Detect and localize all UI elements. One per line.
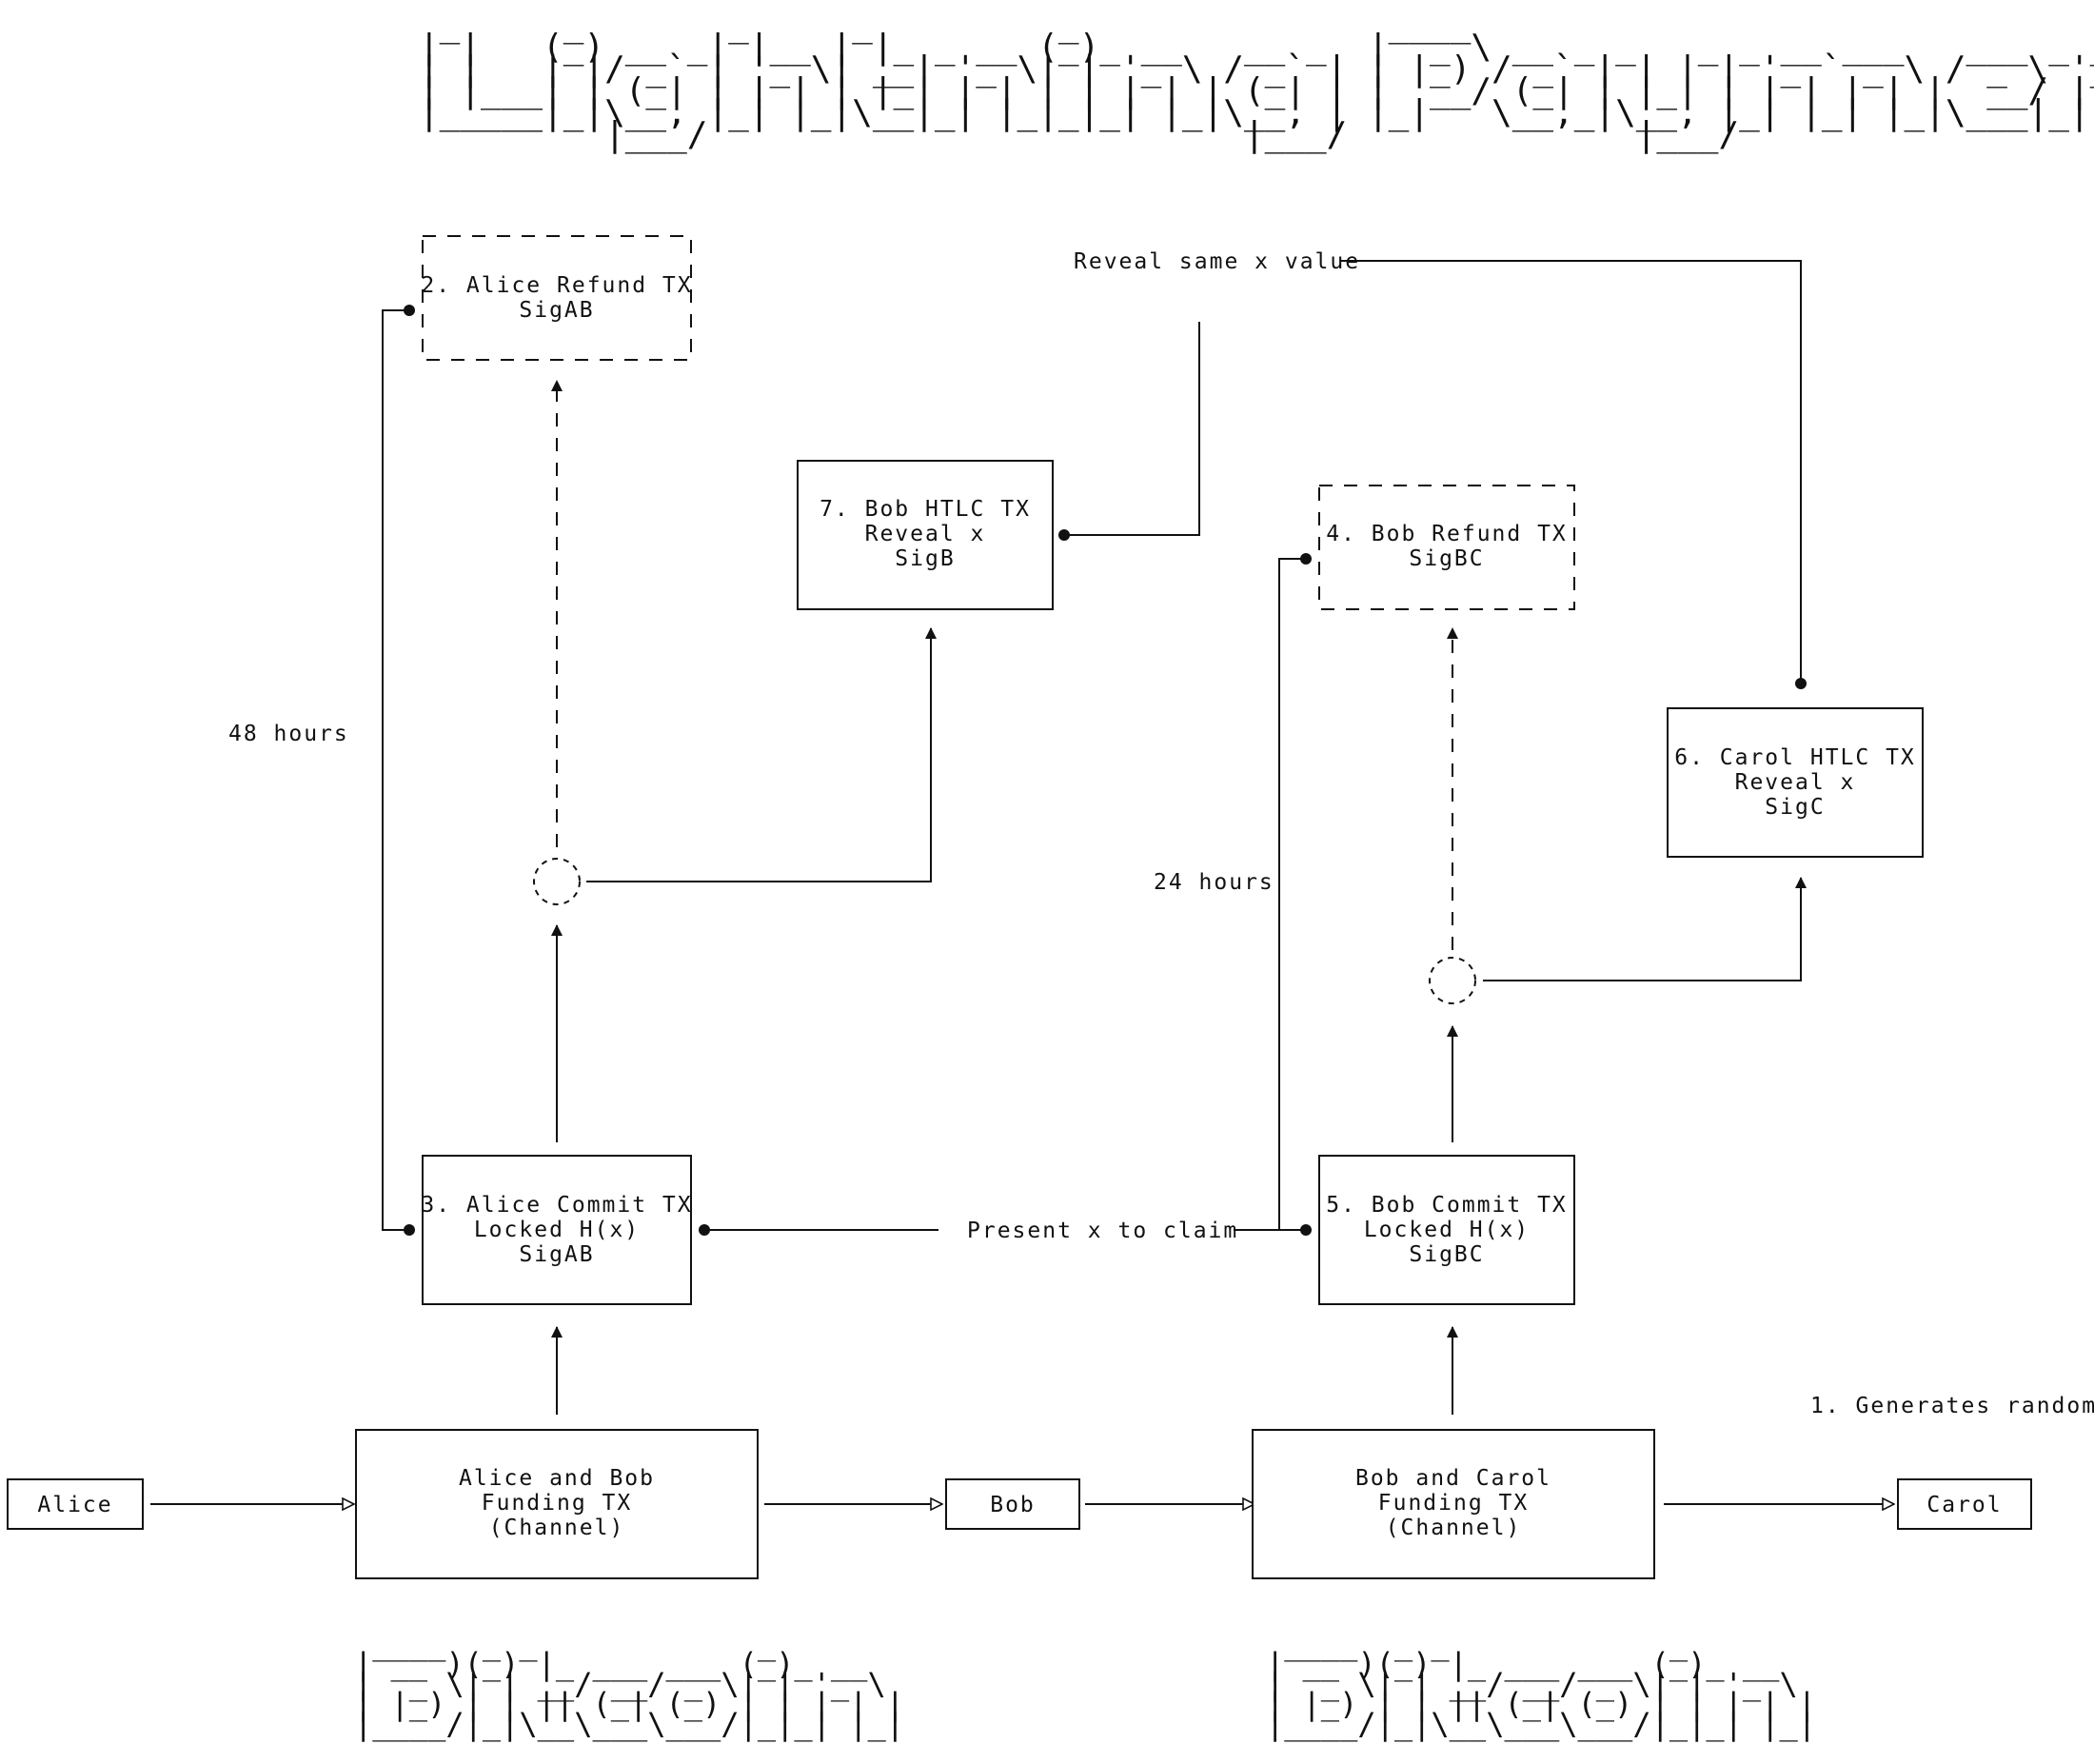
bitcoin-ascii-art-left: ____ _ _ _ | __ )(_) |_ ___ ___ (_)_ __ …: [354, 1626, 904, 1742]
title-ascii-line: | | (_) __ _| |__ | |_ _ __ (_)_ __ __ _…: [419, 28, 2094, 67]
bitcoin-ascii-right-line: | _ \| | __/ __/ _ \| | '_ \: [1266, 1666, 1816, 1702]
carol-node: Carol: [1897, 1478, 2032, 1530]
timeout-24h-end-dot: [1300, 553, 1312, 565]
reveal-same-x-line-right: [1340, 260, 1802, 684]
alice-node: Alice: [7, 1478, 144, 1530]
bob-refund-tx: 4. Bob Refund TX SigBC: [1318, 485, 1575, 610]
bitcoin-ascii-right-line: ____ _ _ _: [1266, 1626, 1816, 1662]
bob-htlc-line-1: 7. Bob HTLC TX: [820, 497, 1031, 522]
bitcoin-ascii-right-line: | |_) | | || (_| (_) | | | | |: [1266, 1686, 1816, 1722]
bitcoin-ascii-right-line: | __ )(_) |_ ___ ___ (_)_ __: [1266, 1646, 1816, 1682]
alice-commit-line-2: Locked H(x): [474, 1218, 640, 1242]
carol-htlc-line-3: SigC: [1765, 795, 1825, 820]
ab-funding-line-2: Funding TX: [482, 1491, 632, 1516]
generates-random-x-label: 1. Generates random x: [1810, 1394, 2094, 1418]
bob-commit-line-1: 5. Bob Commit TX: [1326, 1193, 1568, 1218]
alice-commit-line-1: 3. Alice Commit TX: [421, 1193, 692, 1218]
bob-junction-to-carol-htlc-arrow: [1483, 877, 1807, 981]
bob-commit-tx: 5. Bob Commit TX Locked H(x) SigBC: [1318, 1155, 1575, 1305]
alice-junction-to-bob-htlc-arrow: [586, 627, 937, 882]
title-ascii-line: |_____|_|\__, |_| |_|\__|_| |_|_|_| |_|\…: [419, 93, 2094, 132]
timeout-48h-end-dot: [404, 305, 415, 316]
title-ascii-line: |___/ |___/ |___/: [419, 115, 2094, 154]
bob-refund-line-2: SigBC: [1409, 546, 1484, 571]
timeout-24h-line: [1278, 558, 1306, 1231]
bob-htlc-line-3: SigB: [895, 546, 955, 571]
bitcoin-ascii-left-line: | |_) | | || (_| (_) | | | | |: [354, 1686, 904, 1722]
timeout-48h-start-dot: [404, 1224, 415, 1236]
alice-junction: [533, 858, 581, 905]
title-ascii-line: | | | |/ _` | '_ \| __| '_ \| | '_ \ / _…: [419, 50, 2094, 89]
bob-carol-funding-tx: Bob and Carol Funding TX (Channel): [1252, 1429, 1655, 1579]
bob-junction: [1429, 957, 1476, 1004]
alice-refund-line-2: SigAB: [519, 298, 594, 323]
present-x-label: Present x to claim: [967, 1219, 1238, 1243]
alice-refund-line-1: 2. Alice Refund TX: [421, 273, 692, 298]
timeout-48h-label: 48 hours: [228, 722, 349, 746]
bitcoin-ascii-left-line: |____/|_|\__\___\___/|_|_| |_|: [354, 1706, 904, 1742]
bob-htlc-line-2: Reveal x: [865, 522, 986, 546]
alice-commit-tx: 3. Alice Commit TX Locked H(x) SigAB: [421, 1155, 692, 1305]
timeout-48h-line: [382, 309, 409, 1231]
bitcoin-ascii-left-line: ____ _ _ _: [354, 1626, 904, 1662]
bob-htlc-tx: 7. Bob HTLC TX Reveal x SigB: [797, 460, 1054, 610]
bc-funding-line-3: (Channel): [1386, 1516, 1522, 1540]
bob-refund-line-1: 4. Bob Refund TX: [1326, 522, 1568, 546]
bitcoin-ascii-left-line: | _ \| | __/ __/ _ \| | '_ \: [354, 1666, 904, 1702]
title-ascii-line: _ _ _ _ _ ____ _: [419, 6, 2094, 45]
ab-funding-line-1: Alice and Bob: [459, 1466, 655, 1491]
title-ascii-art: _ _ _ _ _ ____ _ | | (_) __ _| |__ | |_ …: [419, 6, 2094, 154]
alice-commit-line-3: SigAB: [519, 1242, 594, 1267]
reveal-same-x-label: Reveal same x value: [1074, 249, 1360, 274]
reveal-same-x-end-dot: [1795, 678, 1807, 689]
alice-refund-tx: 2. Alice Refund TX SigAB: [421, 235, 692, 361]
bc-funding-line-1: Bob and Carol: [1355, 1466, 1551, 1491]
timeout-24h-label: 24 hours: [1154, 870, 1274, 895]
present-x-start-dot: [699, 1224, 710, 1236]
bob-label: Bob: [990, 1493, 1036, 1517]
ab-funding-line-3: (Channel): [489, 1516, 625, 1540]
bob-node: Bob: [945, 1478, 1080, 1530]
reveal-same-x-line-left: [1064, 322, 1200, 536]
carol-label: Carol: [1926, 1493, 2002, 1517]
title-ascii-line: | |___| | (_| | | | | |_| | | | | | | | …: [419, 71, 2094, 110]
carol-htlc-tx: 6. Carol HTLC TX Reveal x SigC: [1667, 707, 1924, 858]
alice-label: Alice: [37, 1493, 112, 1517]
bob-commit-line-2: Locked H(x): [1364, 1218, 1530, 1242]
timeout-24h-start-dot: [1300, 1224, 1312, 1236]
bitcoin-ascii-right-line: |____/|_|\__\___\___/|_|_| |_|: [1266, 1706, 1816, 1742]
reveal-same-x-start-dot: [1058, 529, 1070, 541]
connectors: [150, 260, 1894, 1504]
bc-funding-line-2: Funding TX: [1378, 1491, 1529, 1516]
alice-bob-funding-tx: Alice and Bob Funding TX (Channel): [355, 1429, 759, 1579]
bitcoin-ascii-art-right: ____ _ _ _ | __ )(_) |_ ___ ___ (_)_ __ …: [1266, 1626, 1816, 1742]
carol-htlc-line-2: Reveal x: [1735, 770, 1856, 795]
bitcoin-ascii-left-line: | __ )(_) |_ ___ ___ (_)_ __: [354, 1646, 904, 1682]
carol-htlc-line-1: 6. Carol HTLC TX: [1674, 745, 1916, 770]
bob-commit-line-3: SigBC: [1409, 1242, 1484, 1267]
